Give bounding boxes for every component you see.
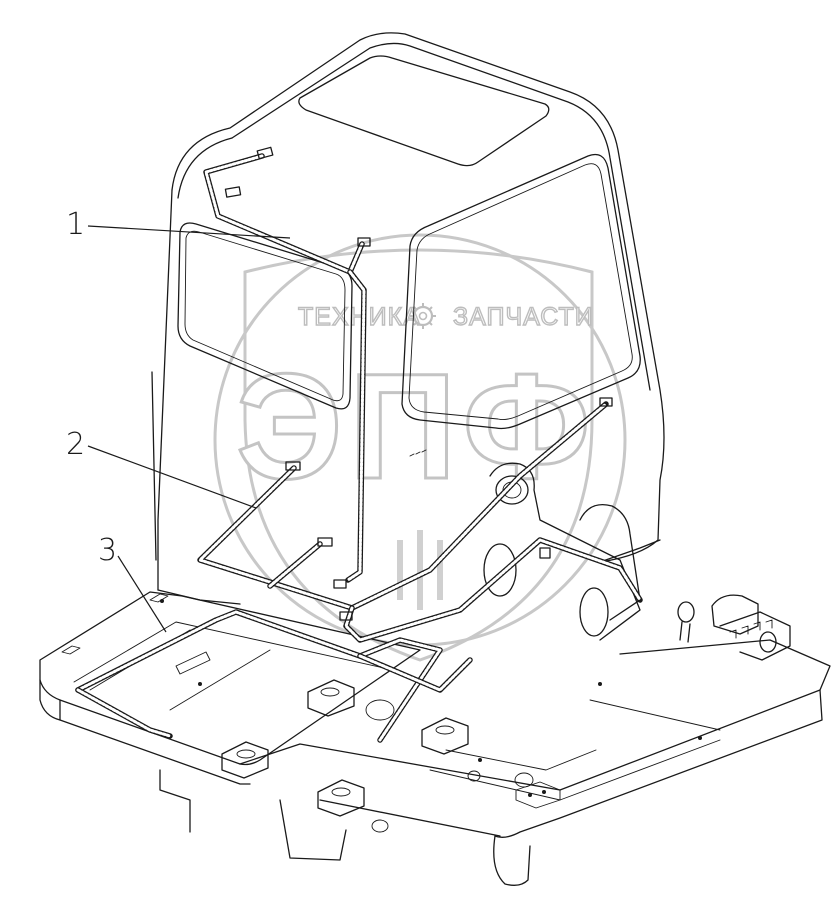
harness-2 [197,397,643,643]
base-frame [39,462,831,886]
watermark-left-word: ТЕХНИКА [298,303,421,331]
callout-3-label: 3 [98,533,117,568]
cab-body [151,32,665,605]
harness-3 [75,609,473,743]
harness-1 [203,146,371,583]
watermark-letters: ЭПФ [236,342,597,510]
callout-2: 2 [66,427,257,509]
watermark-logo: ТЕХНИКА ЗАПЧАСТИ ЭПФ [213,233,627,662]
callout-1: 1 [66,207,291,242]
callout-2-label: 2 [66,427,85,462]
watermark-right-word: ЗАПЧАСТИ [453,303,594,331]
callout-3: 3 [98,533,167,633]
callout-1-label: 1 [66,207,85,242]
gear-icon [410,303,436,329]
